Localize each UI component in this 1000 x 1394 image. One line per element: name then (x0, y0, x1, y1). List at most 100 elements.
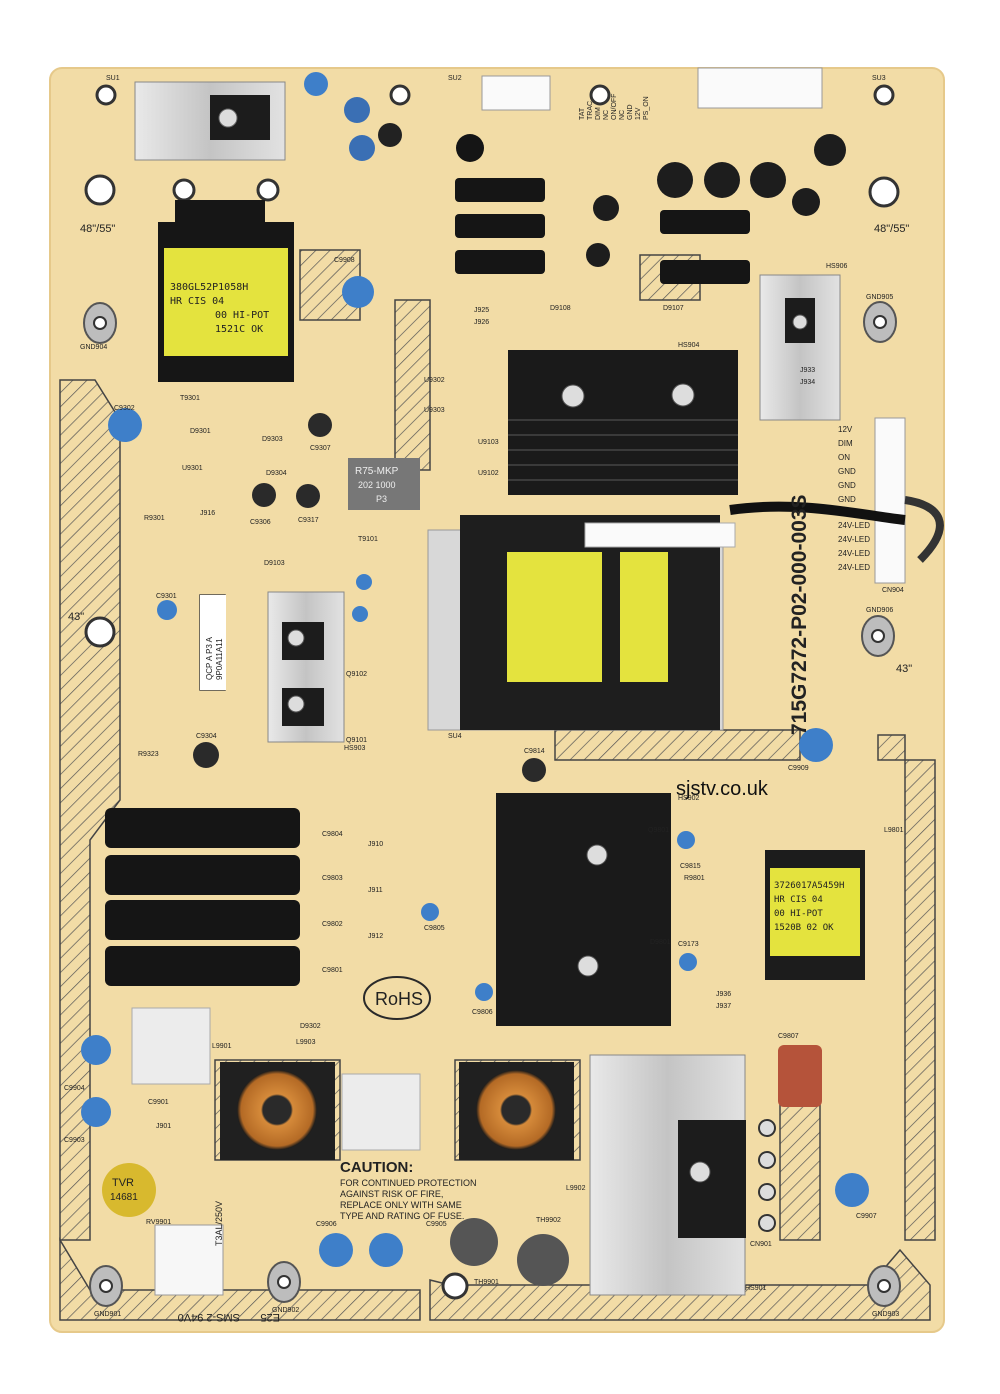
cn904-pin7: 24V-LED (838, 521, 870, 530)
mounting-hole-tr (873, 84, 895, 106)
varistor-tvr: TVR 14681 (102, 1163, 156, 1217)
power-transformer-su4 (427, 515, 736, 731)
cn902-pin3: DIM (595, 107, 602, 120)
caution-line1: FOR CONTINUED PROTECTION (340, 1178, 477, 1188)
ref-gnd902: GND902 (272, 1307, 299, 1314)
mounting-hole-bm2 (441, 1272, 469, 1300)
heatsink-hs901 (589, 1054, 776, 1296)
ref-c9908: C9908 (334, 257, 355, 264)
watermark-text: sjstv.co.uk (676, 778, 768, 800)
cap-r75-code: P3 (376, 494, 387, 504)
heatsink-hs906 (759, 274, 841, 421)
cn904-pin8: 24V-LED (838, 535, 870, 544)
cn902-pin4: NC (603, 110, 610, 120)
cn904-pin1: 12V (838, 425, 853, 434)
common-mode-chokes (220, 1062, 574, 1160)
ref-d9107: D9107 (663, 305, 684, 312)
ref-c9806: C9806 (472, 1009, 493, 1016)
ref-j933: J933 (800, 367, 815, 374)
ref-designators: SU1 SU2 SU3 SU4 HS904 HS906 HS902 HS901 … (64, 75, 904, 1318)
mounting-hole-s1 (172, 178, 196, 202)
heatsink-hs904 (508, 350, 738, 495)
cn902-pin8: 12V (635, 107, 642, 120)
ref-j926: J926 (474, 319, 489, 326)
main-xfmr-line1: 380GL52P1058H (170, 282, 248, 293)
small-xfmr-line1: 3726017A5459H (774, 881, 844, 891)
ref-r9801: R9801 (684, 875, 705, 882)
size-left: 48"/55" (80, 223, 115, 235)
ref-c9803: C9803 (322, 875, 343, 882)
x-capacitors (131, 1007, 421, 1151)
heatsink-hs9101 (267, 591, 345, 743)
mounting-hole-s2 (256, 178, 280, 202)
ref-q9801: Q9801 (648, 827, 669, 834)
ref-c9905: C9905 (426, 1221, 447, 1228)
tvr-code: 14681 (110, 1192, 138, 1203)
main-xfmr-line2: HR CIS 04 (170, 296, 224, 307)
ref-l9901: L9901 (212, 1043, 232, 1050)
ref-d9801: D9801 (650, 939, 671, 946)
main-xfmr-line3: 00 HI-POT (215, 310, 269, 321)
ref-j911: J911 (368, 887, 383, 894)
cap-r75-rating: 202 1000 (358, 480, 396, 490)
film-cap-r75: R75-MKP 202 1000 P3 (348, 458, 420, 510)
top-electrolytic-caps (344, 97, 846, 284)
ref-j925: J925 (474, 307, 489, 314)
ref-c9317: C9317 (298, 517, 319, 524)
small-caps (193, 413, 546, 782)
ref-c9307: C9307 (310, 445, 331, 452)
ref-l9801: L9801 (884, 827, 904, 834)
cn902-pin1: TAT (579, 107, 586, 120)
ref-cn904: CN904 (882, 587, 904, 594)
ref-c9815: C9815 (680, 863, 701, 870)
ref-c9906: C9906 (316, 1221, 337, 1228)
cn902-pin6: NC (619, 110, 626, 120)
qc-sticker-line1: QCP A P3 A (205, 636, 214, 680)
cn902-pin9: PS_ON (643, 96, 650, 120)
board-code: 715G7272-P02-000-003S (788, 494, 811, 735)
connector-cn902 (481, 75, 551, 111)
ref-c9814: C9814 (524, 748, 545, 755)
ref-su3: SU3 (872, 75, 886, 82)
cn904-pin2: DIM (838, 439, 853, 448)
ref-c9907: C9907 (856, 1213, 877, 1220)
ref-c9306: C9306 (250, 519, 271, 526)
cn904-pin3: ON (838, 453, 850, 462)
ref-d9301: D9301 (190, 428, 211, 435)
fuse-rating: T3AL/250V (214, 1201, 224, 1246)
ref-d9304: D9304 (266, 470, 287, 477)
ref-c9173: C9173 (678, 941, 699, 948)
ref-su1: SU1 (106, 75, 120, 82)
ref-th9901: TH9901 (474, 1279, 499, 1286)
ref-t9101: T9101 (358, 536, 378, 543)
ref-q9101: Q9101 (346, 737, 367, 744)
heatsink-hs902 (496, 793, 671, 1026)
ref-c9807: C9807 (778, 1033, 799, 1040)
ref-j936: J936 (716, 991, 731, 998)
ref-c9901: C9901 (148, 1099, 169, 1106)
caution-block: CAUTION: FOR CONTINUED PROTECTION AGAINS… (340, 1159, 477, 1221)
ref-q9102: Q9102 (346, 671, 367, 678)
ref-u9302: U9302 (424, 377, 445, 384)
ref-c9304: C9304 (196, 733, 217, 740)
small-xfmr-line4: 1520B 02 OK (774, 923, 834, 933)
caution-line3: REPLACE ONLY WITH SAME (340, 1200, 462, 1210)
film-cap-c9807 (778, 1045, 822, 1107)
ref-u9102: U9102 (478, 470, 499, 477)
ref-su4: SU4 (448, 733, 462, 740)
ref-gnd903: GND903 (872, 1311, 899, 1318)
y-capacitors (81, 72, 869, 1267)
ref-c9302: C9302 (114, 405, 135, 412)
cn904-pin6: GND (838, 495, 856, 504)
bottom-code: SMS-2 94V0 (178, 1311, 240, 1323)
bulk-electrolytic-caps (105, 808, 300, 986)
mounting-hole-l48 (84, 174, 116, 206)
caution-title: CAUTION: (340, 1159, 413, 1176)
tvr-label: TVR (112, 1177, 134, 1189)
cn904-pin10: 24V-LED (838, 563, 870, 572)
ref-d9103: D9103 (264, 560, 285, 567)
qc-sticker-line2: 9P0A11A11 (215, 638, 224, 680)
ref-su2: SU2 (448, 75, 462, 82)
cn904-pin5: GND (838, 481, 856, 490)
